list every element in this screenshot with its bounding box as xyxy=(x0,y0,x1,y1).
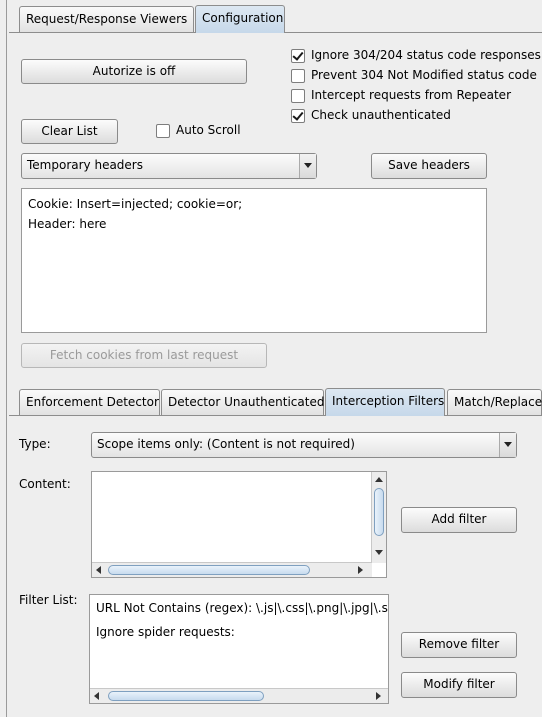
tab-strip-line xyxy=(9,32,195,33)
tab-strip-line xyxy=(445,415,542,416)
checkbox-box[interactable] xyxy=(291,109,305,123)
headers-line: Cookie: Insert=injected; cookie=or; xyxy=(28,197,243,211)
filter-list-label: Filter List: xyxy=(19,593,78,607)
tab-request-response-viewers[interactable]: Request/Response Viewers xyxy=(19,6,194,32)
filter-list-item[interactable]: Ignore spider requests: xyxy=(96,625,235,639)
tab-label: Match/Replace xyxy=(454,395,542,409)
save-headers-label: Save headers xyxy=(388,158,470,172)
filter-content-textarea[interactable] xyxy=(91,471,387,578)
scroll-thumb[interactable] xyxy=(108,691,264,701)
checkbox-label: Auto Scroll xyxy=(176,123,241,137)
fetch-cookies-label: Fetch cookies from last request xyxy=(49,348,239,362)
filter-type-value: Scope items only: (Content is not requir… xyxy=(97,437,355,451)
checkbox-box[interactable] xyxy=(291,89,305,103)
arrow-down-icon[interactable] xyxy=(375,550,383,555)
checkbox-box[interactable] xyxy=(291,49,305,63)
tab-label: Request/Response Viewers xyxy=(26,12,188,26)
filter-list-item[interactable]: URL Not Contains (regex): \.js|\.css|\.p… xyxy=(96,601,389,615)
arrow-up-icon[interactable] xyxy=(375,477,383,482)
checkbox-label: Ignore 304/204 status code responses xyxy=(311,48,541,62)
arrow-left-icon[interactable] xyxy=(94,692,99,700)
scroll-thumb[interactable] xyxy=(374,488,384,536)
chevron-down-icon[interactable] xyxy=(299,154,316,178)
tab-configuration[interactable]: Configuration xyxy=(195,5,285,33)
checkbox-label: Intercept requests from Repeater xyxy=(311,88,511,102)
tab-strip-line xyxy=(9,415,325,416)
tab-label: Configuration xyxy=(202,11,284,25)
filter-type-select[interactable]: Scope items only: (Content is not requir… xyxy=(91,432,517,458)
modify-filter-button[interactable]: Modify filter xyxy=(401,672,517,698)
remove-filter-label: Remove filter xyxy=(418,637,500,651)
content-label: Content: xyxy=(19,477,71,491)
clear-list-label: Clear List xyxy=(41,124,98,138)
tab-label: Enforcement Detector xyxy=(26,395,159,409)
chevron-down-icon[interactable] xyxy=(499,433,516,457)
tab-strip-line xyxy=(285,32,542,33)
clear-list-button[interactable]: Clear List xyxy=(21,119,118,144)
save-headers-button[interactable]: Save headers xyxy=(371,153,487,179)
tab-enforcement-detector[interactable]: Enforcement Detector xyxy=(19,389,160,415)
filter-list-horizontal-scrollbar[interactable] xyxy=(90,688,388,703)
headers-textarea[interactable]: Cookie: Insert=injected; cookie=or; Head… xyxy=(21,188,487,333)
window-left-border xyxy=(6,0,7,717)
fetch-cookies-button[interactable]: Fetch cookies from last request xyxy=(21,343,267,368)
autorize-toggle-button[interactable]: Autorize is off xyxy=(21,59,247,84)
type-label: Type: xyxy=(19,437,51,451)
add-filter-label: Add filter xyxy=(431,512,487,526)
tab-label: Interception Filters xyxy=(332,394,445,408)
headers-select[interactable]: Temporary headers xyxy=(21,153,317,179)
checkbox-label: Prevent 304 Not Modified status code xyxy=(311,68,537,82)
tab-label: Detector Unauthenticated xyxy=(168,395,325,409)
checkbox-label: Check unauthenticated xyxy=(311,108,451,122)
content-vertical-scrollbar[interactable] xyxy=(371,472,386,563)
remove-filter-button[interactable]: Remove filter xyxy=(401,632,517,658)
tab-match-replace[interactable]: Match/Replace xyxy=(447,389,542,415)
scroll-thumb[interactable] xyxy=(108,565,310,575)
tab-interception-filters[interactable]: Interception Filters xyxy=(325,388,445,416)
arrow-right-icon[interactable] xyxy=(376,692,381,700)
autorize-toggle-label: Autorize is off xyxy=(92,64,176,78)
checkbox-box[interactable] xyxy=(156,124,170,138)
content-horizontal-scrollbar[interactable] xyxy=(92,562,372,577)
headers-line: Header: here xyxy=(28,217,107,231)
add-filter-button[interactable]: Add filter xyxy=(401,507,517,533)
checkbox-box[interactable] xyxy=(291,69,305,83)
modify-filter-label: Modify filter xyxy=(423,677,495,691)
headers-select-value: Temporary headers xyxy=(27,158,143,172)
arrow-left-icon[interactable] xyxy=(96,566,101,574)
tab-detector-unauthenticated[interactable]: Detector Unauthenticated xyxy=(161,389,324,415)
arrow-right-icon[interactable] xyxy=(358,566,363,574)
filter-list[interactable]: URL Not Contains (regex): \.js|\.css|\.p… xyxy=(89,594,389,704)
